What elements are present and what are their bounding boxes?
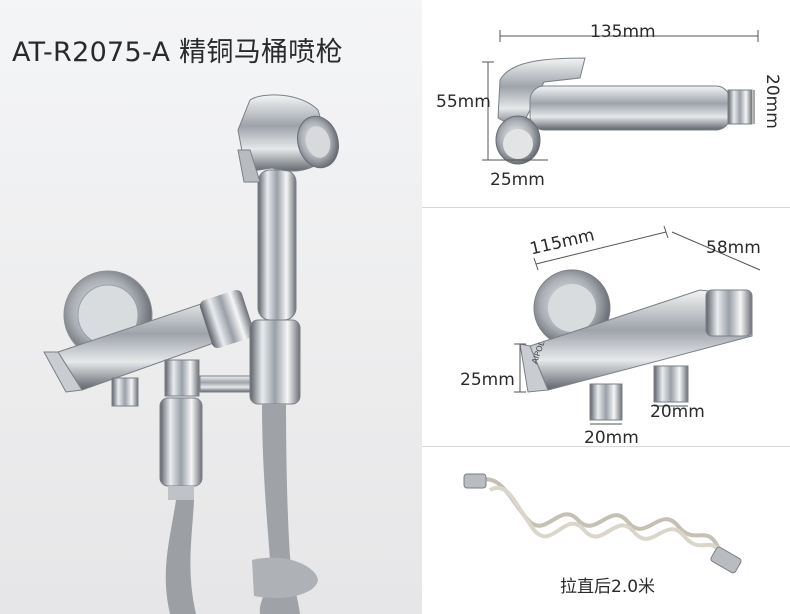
section-divider-top [422,207,790,208]
valve-outlet-right-label: 20mm [650,402,705,422]
sprayer-head-label: 25mm [490,170,545,190]
bidet-sprayer-photo [43,94,339,614]
coiled-hose-image [463,473,742,574]
valve-depth-label: 58mm [706,238,761,258]
sprayer-length-label: 135mm [590,22,656,42]
valve-diagram [514,225,761,425]
section-divider-bottom [422,446,790,447]
sprayer-height-label: 55mm [436,92,491,112]
valve-outlet-left-label: 20mm [584,428,639,448]
sprayer-thread-label: 20mm [762,74,782,129]
sprayer-diagram [482,30,759,165]
product-title: AT-R2075-A 精铜马桶喷枪 [12,37,343,68]
hose-length-caption: 拉直后2.0米 [560,577,656,597]
valve-height-label: 25mm [460,370,515,390]
product-photo-panel: AT-R2075-A 精铜马桶喷枪 [0,0,422,614]
